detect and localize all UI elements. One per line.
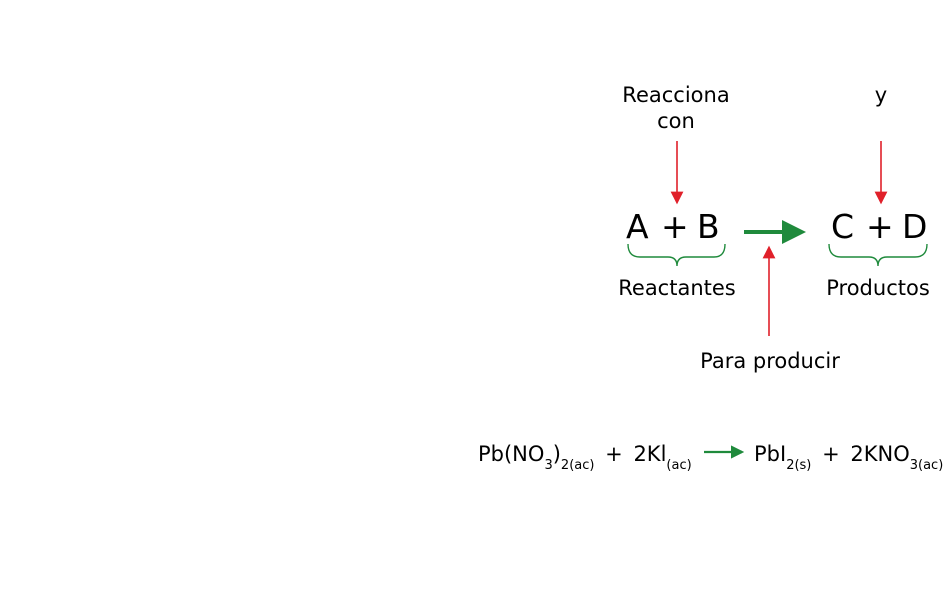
plus-sign-example-1: +	[605, 442, 623, 466]
potassium-nitrate: 2KNO	[850, 442, 910, 466]
subscript-2s: 2(s)	[786, 458, 812, 473]
example-products: PbI2(s) + 2KNO3(ac)	[754, 440, 943, 480]
lead-iodide: PbI	[754, 442, 787, 466]
plus-sign-reactants: +	[661, 207, 689, 246]
products-label: Productos	[826, 276, 930, 300]
to-produce-label: Para producir	[700, 349, 840, 373]
lead-nitrate: Pb(NO	[478, 442, 545, 466]
reactant-b: B	[697, 207, 720, 246]
potassium-iodide: 2Kl	[633, 442, 667, 466]
plus-sign-example-2: +	[822, 442, 840, 466]
subscript-ac: (ac)	[666, 458, 692, 473]
reactants-label: Reactantes	[618, 276, 736, 300]
subscript-2ac: 2(ac)	[560, 458, 595, 473]
product-c: C	[831, 207, 855, 246]
reactants-brace	[627, 243, 726, 267]
plus-sign-products: +	[866, 207, 894, 246]
product-d: D	[902, 207, 928, 246]
example-reactants: Pb(NO3)2(ac) + 2Kl(ac)	[478, 440, 692, 480]
close-paren: )	[552, 442, 561, 466]
subscript-3: 3	[544, 458, 553, 473]
reacts-with-label: Reacciona con	[622, 83, 730, 133]
reactant-a: A	[626, 207, 649, 246]
products-brace	[828, 243, 928, 267]
subscript-3ac: 3(ac)	[909, 458, 944, 473]
and-label: y	[874, 83, 888, 107]
